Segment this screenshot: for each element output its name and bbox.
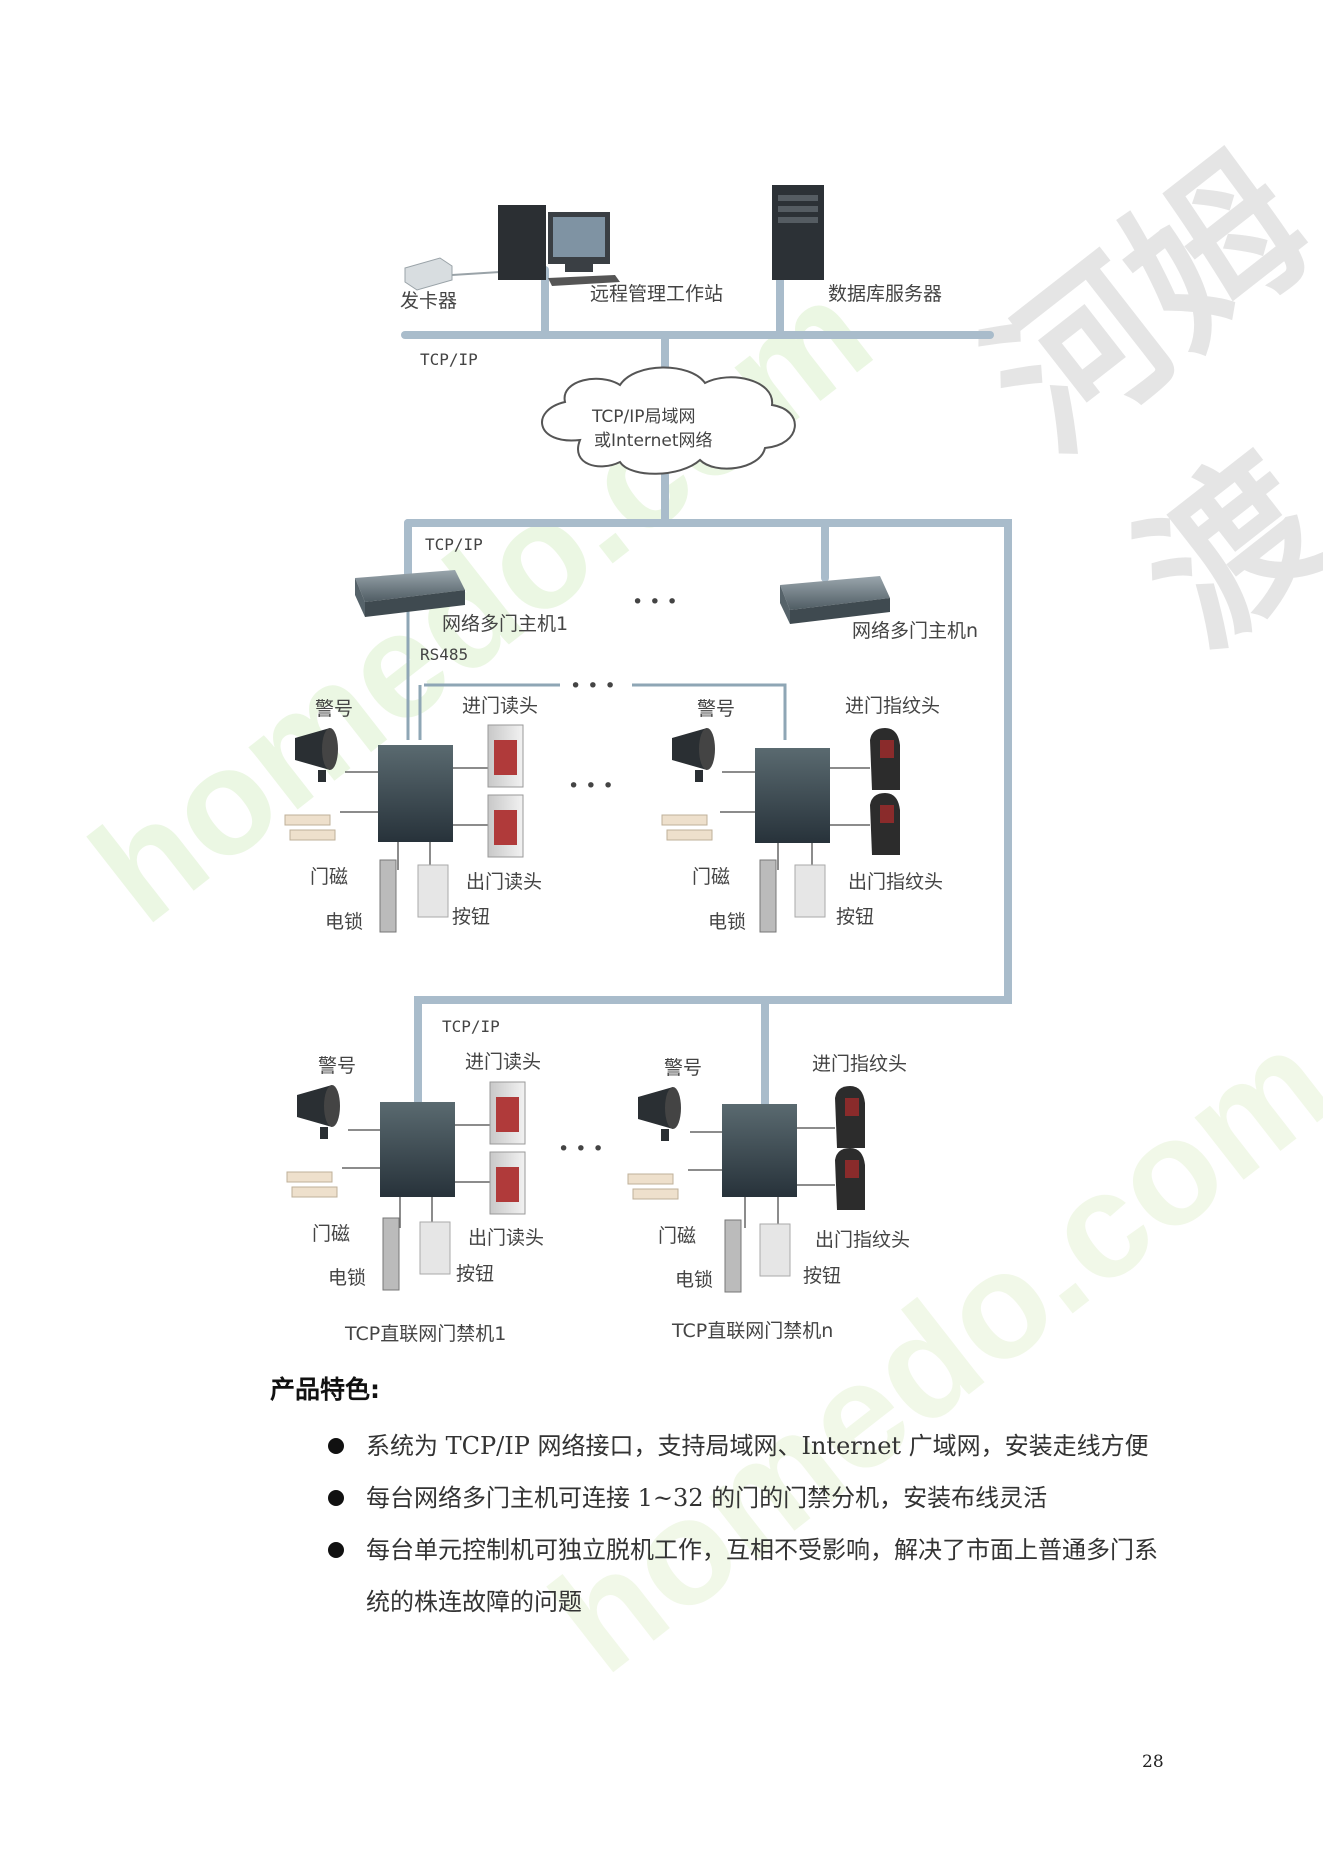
panel-2-door-sensor-icon [661,814,713,841]
panel-2-alarm-icon [672,728,715,782]
panel-4-in-reader-label: 进门指纹头 [812,1053,907,1075]
panels-row1-ellipsis-top: • • • [570,675,616,697]
panel-4-out-fingerprint-icon [835,1148,865,1210]
panel-1-out-reader-icon [487,794,524,858]
hosts-ellipsis: • • • [632,591,678,613]
feature-item: 每台单元控制机可独立脱机工作，互相不受影响，解决了市面上普通多门系统的株连故障的… [270,1524,1180,1628]
panel-4-lock-label: 电锁 [675,1269,713,1291]
network-host-1-icon [355,570,465,617]
feature-text: 每台网络多门主机可连接 1~32 的门的门禁分机，安装布线灵活 [366,1484,1048,1512]
workstation-icon [498,205,620,286]
panel-1-in-reader-icon [487,724,524,788]
panel-4-alarm-label: 警号 [664,1057,702,1079]
panel-3-in-reader-label: 进门读头 [465,1051,541,1073]
panel-1-alarm-icon [295,728,338,782]
workstation-label: 远程管理工作站 [590,283,723,305]
panel-1: 警号 进门读头 出门读头 门磁 电锁 按钮 [284,695,542,933]
panel-3-door-sensor-icon [286,1171,338,1198]
panel-2-button-icon [794,864,826,918]
network-host-n-icon [780,576,890,624]
panel-4-button-icon [759,1223,791,1277]
panel-1-button-icon [417,864,449,918]
bullet-icon [328,1542,344,1558]
panel-3-alarm-icon [297,1085,340,1139]
panel-2-controller-icon [755,748,830,843]
panel-4-door-sensor-label: 门磁 [658,1225,696,1247]
network-host-n-label: 网络多门主机n [852,620,978,642]
direct-unit-1-label: TCP直联网门禁机1 [344,1323,506,1345]
panel-4-in-fingerprint-icon [835,1086,865,1148]
panel-4: 警号 进门指纹头 出门指纹头 门磁 电锁 按钮 [627,1053,910,1293]
panel-3-in-reader-icon [489,1081,526,1145]
panel-1-door-sensor-icon [284,814,336,841]
panel-1-lock-label: 电锁 [325,911,363,933]
panel-3-alarm-label: 警号 [318,1055,356,1077]
panel-1-door-sensor-label: 门磁 [310,866,348,888]
cloud-line-1: TCP/IP局域网 [591,407,696,427]
panel-2-lock-icon [759,859,777,933]
feature-text: 每台单元控制机可独立脱机工作，互相不受影响，解决了市面上普通多门系统的株连故障的… [366,1536,1158,1616]
panel-4-out-reader-label: 出门指纹头 [815,1229,910,1251]
feature-item: 每台网络多门主机可连接 1~32 的门的门禁分机，安装布线灵活 [270,1472,1180,1524]
panels-row2-ellipsis: • • • [558,1138,604,1160]
panel-2-alarm-label: 警号 [697,698,735,720]
cloud-line-2: 或Internet网络 [594,431,713,451]
features-heading: 产品特色: [270,1375,380,1404]
panel-1-lock-icon [379,859,397,933]
top-bus-label: TCP/IP [420,350,478,369]
panel-2-button-label: 按钮 [836,906,874,928]
panel-2-lock-label: 电锁 [708,911,746,933]
panel-2-out-fingerprint-icon [870,793,900,855]
panel-3-out-reader-icon [489,1151,526,1215]
panel-1-controller-icon [378,745,453,842]
panel-4-lock-icon [724,1219,742,1293]
panel-2-in-fingerprint-icon [870,728,900,790]
feature-item: 系统为 TCP/IP 网络接口，支持局域网、Internet 广域网，安装走线方… [270,1420,1180,1472]
panels-row1-ellipsis: • • • [568,775,614,797]
network-cloud [541,366,796,475]
bullet-icon [328,1490,344,1506]
panel-2: 警号 进门指纹头 出门指纹头 门磁 电锁 按钮 [661,695,943,933]
panel-2-out-reader-label: 出门指纹头 [848,871,943,893]
panel-3-controller-icon [380,1102,455,1197]
panel-1-out-reader-label: 出门读头 [466,871,542,893]
features-list: 系统为 TCP/IP 网络接口，支持局域网、Internet 广域网，安装走线方… [270,1420,1180,1628]
panel-3: 警号 进门读头 出门读头 门磁 电锁 按钮 [286,1051,544,1291]
product-features: 产品特色: 系统为 TCP/IP 网络接口，支持局域网、Internet 广域网… [270,1370,1180,1628]
bullet-icon [328,1438,344,1454]
rs485-label: RS485 [420,645,468,664]
database-server-icon [772,185,824,280]
panel-1-button-label: 按钮 [452,906,490,928]
panel-3-door-sensor-label: 门磁 [312,1223,350,1245]
panel-3-lock-icon [382,1217,400,1291]
panel-1-alarm-label: 警号 [315,698,353,720]
panel-2-door-sensor-label: 门磁 [692,866,730,888]
panel-4-alarm-icon [638,1087,681,1141]
panel-1-in-reader-label: 进门读头 [462,695,538,717]
card-issuer-label: 发卡器 [400,290,457,312]
direct-bus-label: TCP/IP [442,1017,500,1036]
panel-4-controller-icon [722,1104,797,1197]
panel-4-button-label: 按钮 [803,1265,841,1287]
network-host-1-label: 网络多门主机1 [442,613,568,635]
direct-unit-n-label: TCP直联网门禁机n [671,1320,833,1342]
page-number: 28 [1142,1752,1164,1772]
card-issuer-device [404,257,501,291]
panel-3-lock-label: 电锁 [328,1267,366,1289]
panel-3-button-label: 按钮 [456,1263,494,1285]
panel-3-out-reader-label: 出门读头 [468,1227,544,1249]
database-server-label: 数据库服务器 [828,283,942,305]
panel-4-door-sensor-icon [627,1173,679,1200]
panel-3-button-icon [419,1221,451,1275]
bus-lines [401,266,1012,1114]
feature-text: 系统为 TCP/IP 网络接口，支持局域网、Internet 广域网，安装走线方… [366,1432,1149,1460]
network-bus-label: TCP/IP [425,535,483,554]
panel-2-in-reader-label: 进门指纹头 [845,695,940,717]
